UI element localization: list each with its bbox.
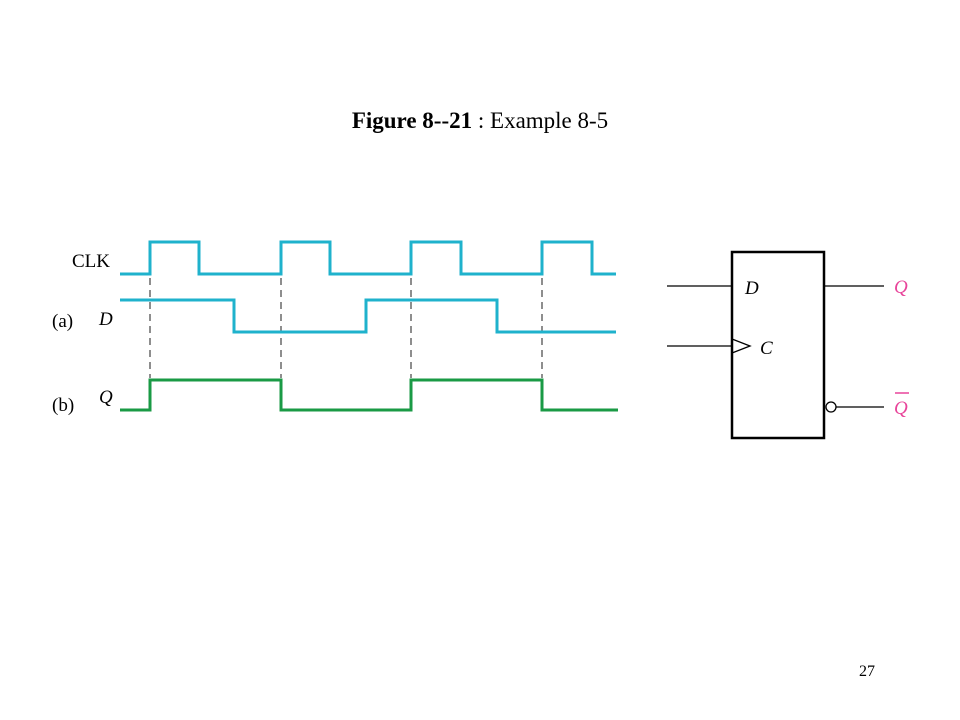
d-waveform (120, 298, 616, 334)
clock-edge-markers (149, 278, 543, 378)
d-signal-label: D (98, 309, 113, 330)
figure-caption: Example 8-5 (490, 108, 609, 133)
d-input-label: D (744, 278, 759, 299)
clk-label: CLK (72, 251, 110, 272)
row-a-label: (a) (52, 311, 73, 332)
q-waveform (120, 378, 618, 412)
figure-title: Figure 8--21 : Example 8-5 (0, 108, 960, 134)
c-input-label: C (760, 338, 773, 359)
title-separator: : (472, 108, 491, 133)
d-flip-flop: D C Q Q (667, 250, 909, 440)
inversion-bubble-icon (825, 401, 837, 413)
clock-triangle-icon (731, 338, 752, 354)
flip-flop-body (730, 250, 826, 440)
figure-number: Figure 8--21 (351, 108, 473, 133)
row-b-label: (b) (52, 395, 74, 416)
page-number: 27 (859, 663, 875, 680)
clk-waveform (120, 240, 616, 276)
q-signal-label: Q (99, 387, 113, 408)
qbar-output-label: Q (894, 398, 908, 419)
q-output-label: Q (894, 277, 908, 298)
